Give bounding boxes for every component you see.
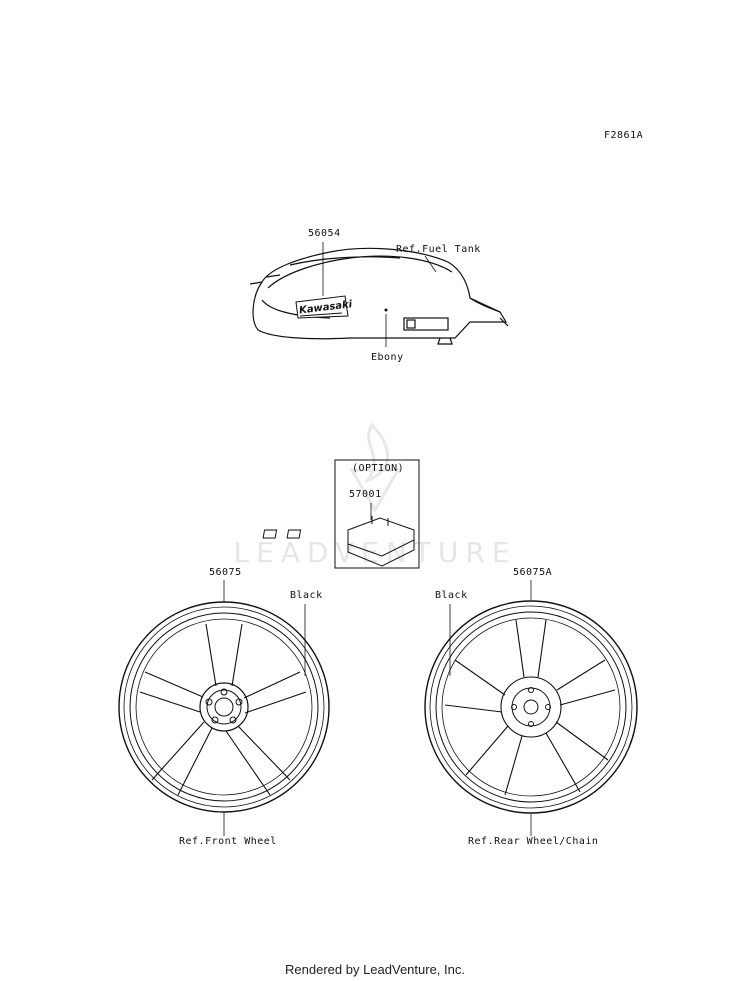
- rear-wheel-ref-label: Ref.Rear Wheel/Chain: [468, 836, 599, 847]
- ebony-marker-dot: [384, 308, 388, 312]
- option-part-number[interactable]: 57001: [349, 489, 382, 500]
- rear-wheel-color-label: Black: [435, 590, 468, 601]
- fuel-tank-ref-label: Ref.Fuel Tank: [396, 244, 481, 255]
- fuel-tank-drawing: [249, 247, 509, 345]
- kawasaki-emblem: [295, 295, 349, 319]
- option-box-title: (OPTION): [352, 463, 405, 474]
- figure-code: F2861A: [604, 130, 644, 141]
- front-wheel-leaders: [223, 580, 306, 836]
- fuel-tank-part-number[interactable]: 56054: [308, 228, 341, 239]
- fuel-tank-color-label: Ebony: [371, 352, 404, 363]
- watermark-logo-icon: [349, 422, 401, 514]
- front-wheel-part-number[interactable]: 56075: [209, 567, 242, 578]
- front-wheel-color-label: Black: [290, 590, 323, 601]
- front-wheel-ref-label: Ref.Front Wheel: [179, 836, 277, 847]
- rear-wheel-part-number[interactable]: 56075A: [513, 567, 553, 578]
- front-wheel-drawing: [118, 601, 330, 813]
- option-part-drawing: [262, 516, 415, 567]
- option-box-border: [334, 459, 420, 569]
- footer-credit: Rendered by LeadVenture, Inc.: [285, 962, 465, 977]
- rear-wheel-leaders: [449, 580, 532, 836]
- fuel-tank-leaders: [322, 242, 437, 347]
- rear-wheel-drawing: [424, 600, 638, 814]
